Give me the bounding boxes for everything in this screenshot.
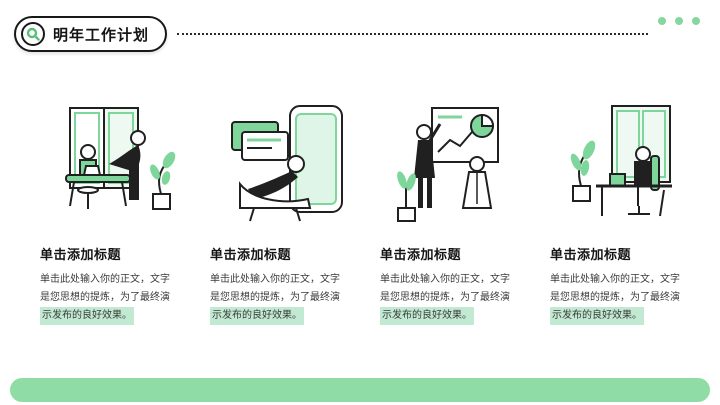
column-heading: 单击添加标题: [210, 247, 292, 262]
body-line: 单击此处输入你的正文，文字: [210, 274, 340, 285]
column-body: 单击此处输入你的正文，文字 是您思想的提炼，为了最终演 示发布的良好效果。: [40, 271, 190, 325]
decor-dots: [658, 17, 700, 25]
content-column-3: 单击添加标题 单击此处输入你的正文，文字 是您思想的提炼，为了最终演 示发布的良…: [380, 102, 530, 325]
slide-header: 明年工作计划: [14, 16, 656, 52]
body-line-highlighted: 示发布的良好效果。: [380, 307, 474, 325]
title-badge: 明年工作计划: [14, 16, 168, 52]
body-line: 单击此处输入你的正文，文字: [380, 274, 510, 285]
magnifier-icon: [21, 22, 45, 46]
dot-icon: [692, 17, 700, 25]
body-line: 是您思想的提炼，为了最终演: [40, 292, 170, 303]
body-line: 是您思想的提炼，为了最终演: [210, 292, 340, 303]
column-heading: 单击添加标题: [550, 247, 632, 262]
content-column-2: 单击添加标题 单击此处输入你的正文，文字 是您思想的提炼，为了最终演 示发布的良…: [210, 102, 360, 325]
footer-accent-bar: [10, 378, 710, 402]
content-column-1: 单击添加标题 单击此处输入你的正文，文字 是您思想的提炼，为了最终演 示发布的良…: [40, 102, 190, 325]
column-heading: 单击添加标题: [380, 247, 462, 262]
body-line: 单击此处输入你的正文，文字: [40, 274, 170, 285]
body-line-highlighted: 示发布的良好效果。: [550, 307, 644, 325]
slide-title: 明年工作计划: [53, 26, 150, 44]
body-line-highlighted: 示发布的良好效果。: [40, 307, 134, 325]
content-column-4: 单击添加标题 单击此处输入你的正文，文字 是您思想的提炼，为了最终演 示发布的良…: [550, 102, 700, 325]
meeting-at-table-illustration-icon: [65, 107, 176, 210]
body-line: 是您思想的提炼，为了最终演: [380, 292, 510, 303]
body-line: 是您思想的提炼，为了最终演: [550, 292, 680, 303]
dot-icon: [658, 17, 666, 25]
dotted-divider: [177, 33, 648, 35]
column-heading: 单击添加标题: [40, 247, 122, 262]
relaxing-with-phone-illustration-icon: [231, 105, 343, 222]
chart-presentation-illustration-icon: [397, 107, 499, 222]
column-body: 单击此处输入你的正文，文字 是您思想的提炼，为了最终演 示发布的良好效果。: [210, 271, 360, 325]
body-line: 单击此处输入你的正文，文字: [550, 274, 680, 285]
column-body: 单击此处输入你的正文，文字 是您思想的提炼，为了最终演 示发布的良好效果。: [380, 271, 530, 325]
dot-icon: [675, 17, 683, 25]
desk-workspace-illustration-icon: [570, 105, 672, 217]
body-line-highlighted: 示发布的良好效果。: [210, 307, 304, 325]
content-columns: 单击添加标题 单击此处输入你的正文，文字 是您思想的提炼，为了最终演 示发布的良…: [40, 102, 680, 325]
column-body: 单击此处输入你的正文，文字 是您思想的提炼，为了最终演 示发布的良好效果。: [550, 271, 700, 325]
